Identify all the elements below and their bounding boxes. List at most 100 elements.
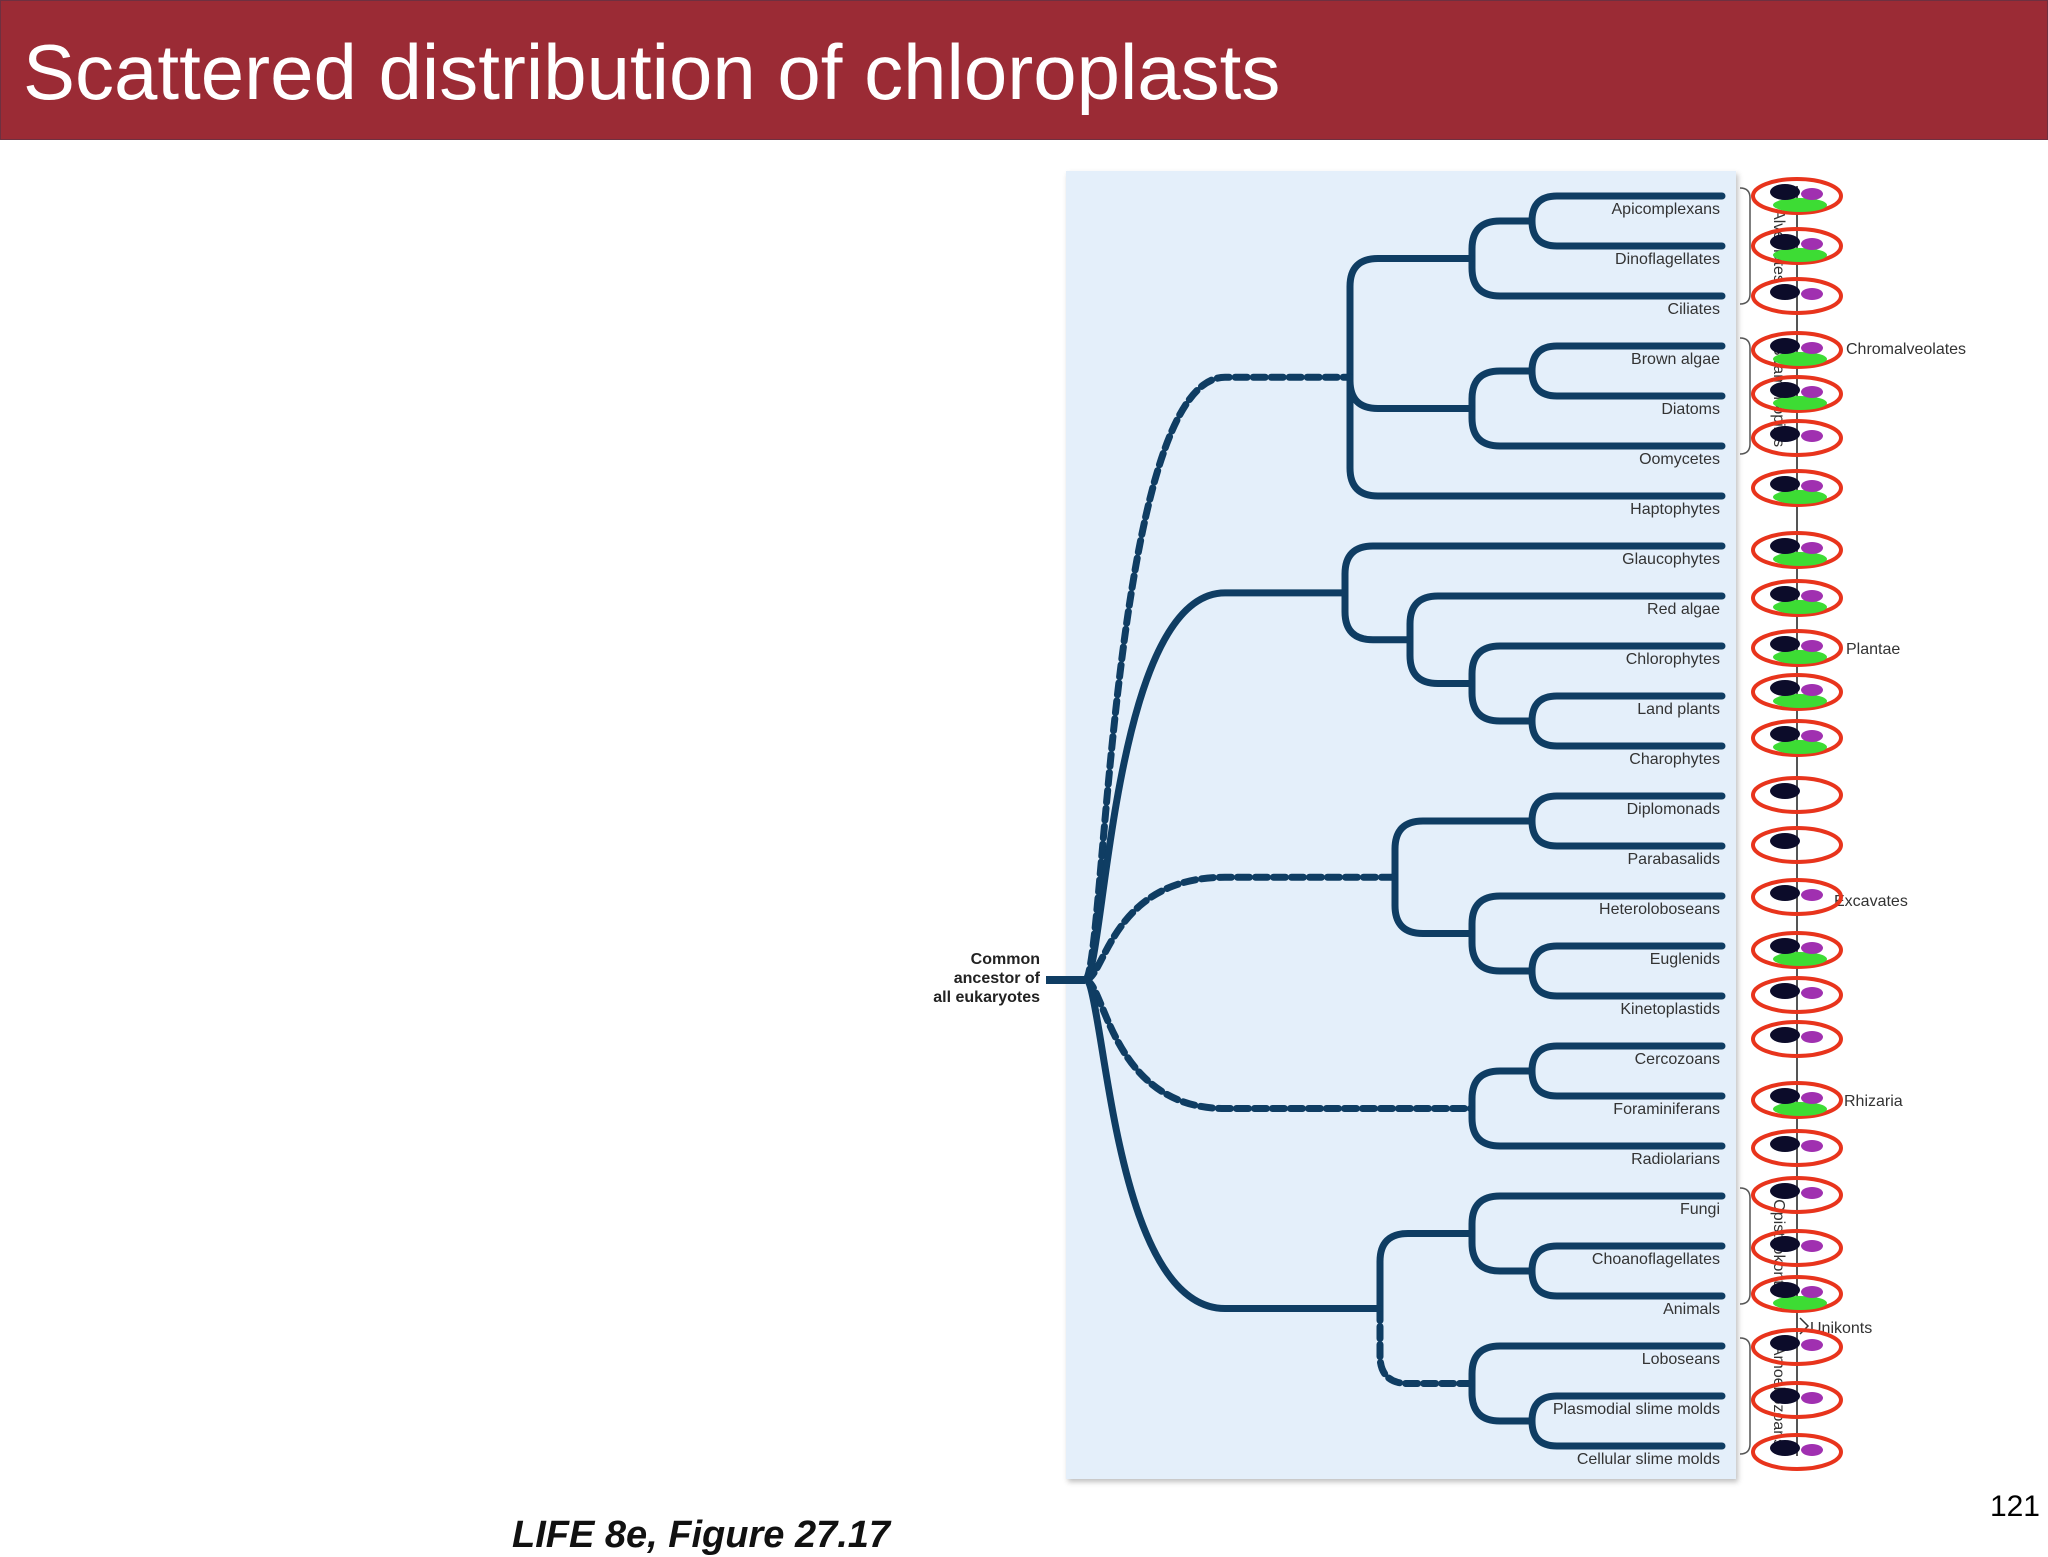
- cell-outline: [1751, 629, 1843, 667]
- cell-icon: [1751, 277, 1843, 315]
- tree-branch: [1528, 192, 1726, 225]
- root-branch: [1081, 976, 1476, 1112]
- taxon-label: Fungi: [1680, 1201, 1720, 1218]
- root-branch: [1081, 589, 1349, 984]
- root-label-line: all eukaryotes: [933, 989, 1040, 1006]
- tree-branch: [1528, 1067, 1726, 1100]
- cell-icon: [1751, 776, 1843, 814]
- root-branch: [1081, 976, 1384, 1312]
- mitochondrion-icon: [1801, 238, 1823, 250]
- chloroplast-icon: [1773, 198, 1827, 212]
- mitochondrion-icon: [1801, 1240, 1823, 1252]
- nucleus-icon: [1770, 1136, 1800, 1152]
- taxon-label: Plasmodial slime molds: [1553, 1401, 1720, 1418]
- tree-branch: [1406, 592, 1726, 644]
- tree-branch: [1468, 1105, 1726, 1150]
- tree-branch: [1346, 373, 1726, 500]
- mitochondrion-icon: [1801, 188, 1823, 200]
- root-label-line: Common: [970, 951, 1040, 968]
- cell-icon: [1751, 976, 1843, 1014]
- group-label: Plantae: [1846, 641, 1900, 658]
- cell-outline: [1751, 1275, 1843, 1313]
- cell-icon: [1751, 1129, 1843, 1167]
- tree-branch: [1468, 1380, 1536, 1425]
- tree-branch: [1468, 680, 1536, 725]
- cell-icon: [1751, 331, 1843, 369]
- taxon-label: Red algae: [1647, 601, 1720, 618]
- nucleus-icon: [1770, 1027, 1800, 1043]
- tree-branch: [1528, 217, 1726, 250]
- mitochondrion-icon: [1801, 590, 1823, 602]
- mitochondrion-icon: [1801, 288, 1823, 300]
- mitochondrion-icon: [1801, 430, 1823, 442]
- cell-icon: [1751, 673, 1843, 711]
- taxon-label: Parabasalids: [1628, 851, 1721, 868]
- root-branch: [1081, 873, 1399, 984]
- mitochondrion-icon: [1801, 942, 1823, 954]
- tree-branch: [1528, 1242, 1726, 1275]
- mitochondrion-icon: [1801, 1444, 1823, 1456]
- cell-icon: [1751, 878, 1843, 916]
- taxon-label: Cercozoans: [1635, 1051, 1720, 1068]
- cell-icon: [1751, 629, 1843, 667]
- cell-outline: [1751, 579, 1843, 617]
- cell-outline: [1751, 1229, 1843, 1267]
- chloroplast-icon: [1773, 1296, 1827, 1310]
- tree-branch: [1341, 589, 1414, 644]
- cell-outline: [1751, 277, 1843, 315]
- tree-branch: [1528, 967, 1726, 1000]
- cell-icon: [1751, 1176, 1843, 1214]
- cell-icon: [1751, 826, 1843, 864]
- group-bracket: [1739, 1187, 1751, 1305]
- mitochondrion-icon: [1801, 1031, 1823, 1043]
- nucleus-icon: [1770, 426, 1800, 442]
- cell-outline: [1751, 1381, 1843, 1419]
- tree-branch: [1468, 1192, 1726, 1237]
- tree-branch: [1528, 1042, 1726, 1075]
- cell-outline: [1751, 1020, 1843, 1058]
- cell-icon: [1751, 1081, 1843, 1119]
- tree-branch: [1528, 717, 1726, 750]
- tree-branch: [1468, 642, 1726, 687]
- group-label: Unikonts: [1810, 1320, 1872, 1337]
- cell-icon: [1751, 419, 1843, 457]
- nucleus-icon: [1770, 1440, 1800, 1456]
- nucleus-icon: [1770, 983, 1800, 999]
- mitochondrion-icon: [1801, 1140, 1823, 1152]
- tree-branch: [1406, 636, 1476, 687]
- mitochondrion-icon: [1801, 1187, 1823, 1199]
- nucleus-icon: [1770, 783, 1800, 799]
- mitochondrion-icon: [1801, 386, 1823, 398]
- nucleus-icon: [1770, 234, 1800, 250]
- cell-outline: [1751, 776, 1843, 814]
- nucleus-icon: [1770, 938, 1800, 954]
- cell-outline: [1751, 419, 1843, 457]
- taxon-label: Land plants: [1637, 701, 1720, 718]
- cell-outline: [1751, 719, 1843, 757]
- chloroplast-icon: [1773, 490, 1827, 504]
- tree-branch: [1528, 342, 1726, 375]
- nucleus-icon: [1770, 338, 1800, 354]
- cell-icon: [1751, 931, 1843, 969]
- cell-outline: [1751, 878, 1843, 916]
- tree-branch: [1346, 373, 1476, 412]
- taxon-label: Charophytes: [1629, 751, 1720, 768]
- tree-branch: [1346, 255, 1476, 381]
- taxon-label: Oomycetes: [1639, 451, 1720, 468]
- nucleus-icon: [1770, 1388, 1800, 1404]
- group-bracket: [1739, 337, 1751, 455]
- cell-icon: [1751, 1328, 1843, 1366]
- tree-branch: [1528, 367, 1726, 400]
- chloroplast-icon: [1773, 952, 1827, 966]
- cell-icon: [1751, 375, 1843, 413]
- tree-branch: [1391, 817, 1536, 881]
- tree-branch: [1528, 817, 1726, 850]
- nucleus-icon: [1770, 476, 1800, 492]
- group-label: Excavates: [1834, 893, 1908, 910]
- tree-branch: [1468, 930, 1536, 975]
- tree-branch: [1376, 1230, 1476, 1312]
- cell-icon: [1751, 1381, 1843, 1419]
- taxon-label: Animals: [1663, 1301, 1720, 1318]
- tree-branch: [1391, 873, 1476, 937]
- tree-branch: [1528, 1392, 1726, 1425]
